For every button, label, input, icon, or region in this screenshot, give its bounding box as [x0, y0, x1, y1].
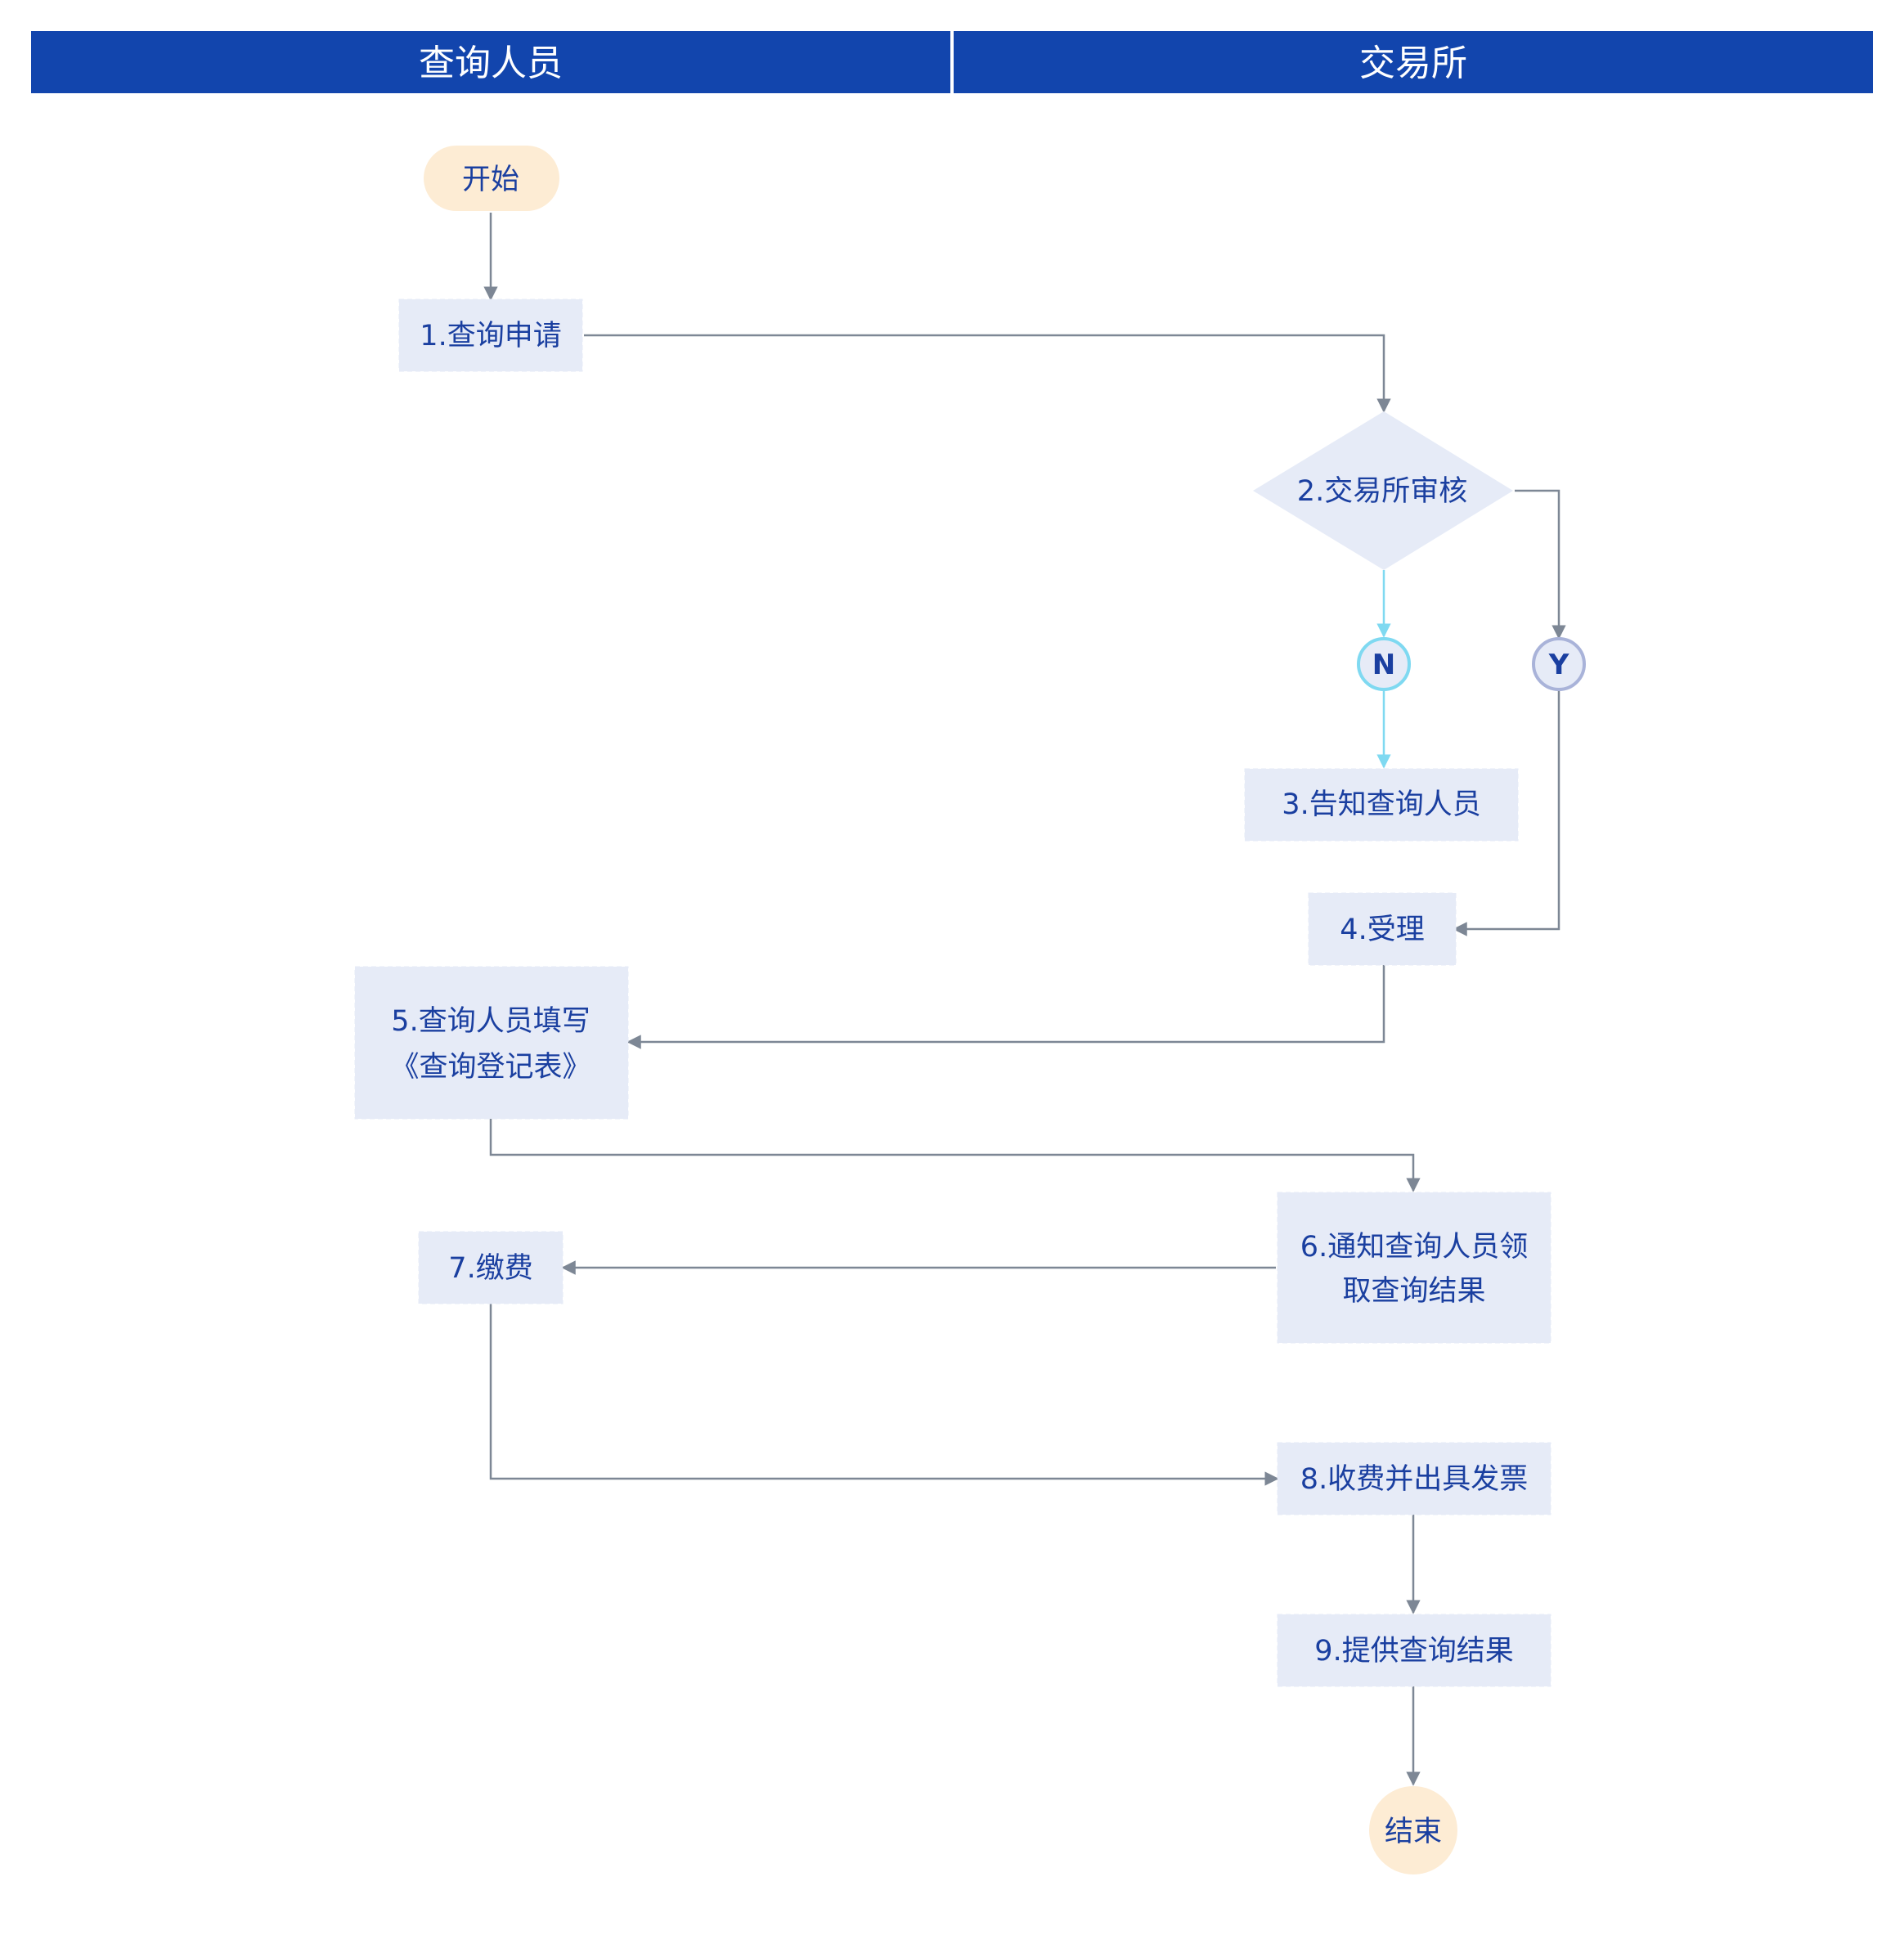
node-notify-querier-label: 3.告知查询人员	[1282, 788, 1480, 821]
node-pay-label: 7.缴费	[448, 1252, 532, 1285]
lane-title-exchange: 交易所	[1359, 43, 1467, 84]
node-notify-pickup: 6.通知查询人员领 取查询结果	[1277, 1192, 1551, 1344]
node-notify-pickup-line1: 6.通知查询人员领	[1300, 1231, 1528, 1264]
node-query-request: 1.查询申请	[398, 299, 583, 372]
node-charge-invoice-label: 8.收费并出具发票	[1300, 1463, 1528, 1496]
node-notify-querier: 3.告知查询人员	[1244, 768, 1519, 842]
node-end-label: 结束	[1385, 1816, 1442, 1848]
node-fill-form-line2: 《查询登记表》	[390, 1051, 591, 1084]
node-end: 结束	[1369, 1786, 1457, 1874]
node-exchange-review-label: 2.交易所审核	[1297, 475, 1467, 508]
node-accept: 4.受理	[1308, 892, 1457, 966]
node-notify-pickup-line2: 取查询结果	[1342, 1275, 1485, 1308]
node-fill-form-line1: 5.查询人员填写	[391, 1005, 590, 1038]
lane-title-querier: 查询人员	[419, 43, 563, 84]
badge-yes-label: Y	[1548, 649, 1569, 681]
badge-yes: Y	[1532, 637, 1586, 691]
node-pay: 7.缴费	[418, 1231, 564, 1304]
edge-2-to-yes	[1515, 489, 1566, 640]
edge-4-to-5	[626, 965, 1385, 1049]
badge-no: N	[1357, 637, 1411, 691]
node-query-request-label: 1.查询申请	[420, 320, 561, 352]
node-start: 开始	[424, 146, 559, 211]
node-provide-result-label: 9.提供查询结果	[1314, 1635, 1513, 1668]
edge-5-to-6	[489, 1119, 1421, 1192]
node-exchange-review: 2.交易所审核	[1253, 411, 1513, 570]
node-fill-form: 5.查询人员填写 《查询登记表》	[354, 966, 629, 1120]
edge-yes-to-4	[1453, 690, 1560, 936]
lane-header-right: 交易所	[954, 31, 1873, 93]
edge-1-to-2	[584, 334, 1391, 413]
node-charge-invoice: 8.收费并出具发票	[1277, 1442, 1551, 1515]
badge-no-label: N	[1372, 649, 1395, 681]
node-provide-result: 9.提供查询结果	[1277, 1614, 1551, 1687]
node-accept-label: 4.受理	[1340, 914, 1424, 946]
lane-header-left: 查询人员	[31, 31, 950, 93]
edge-7-to-8	[489, 1304, 1279, 1486]
node-start-label: 开始	[462, 164, 519, 196]
